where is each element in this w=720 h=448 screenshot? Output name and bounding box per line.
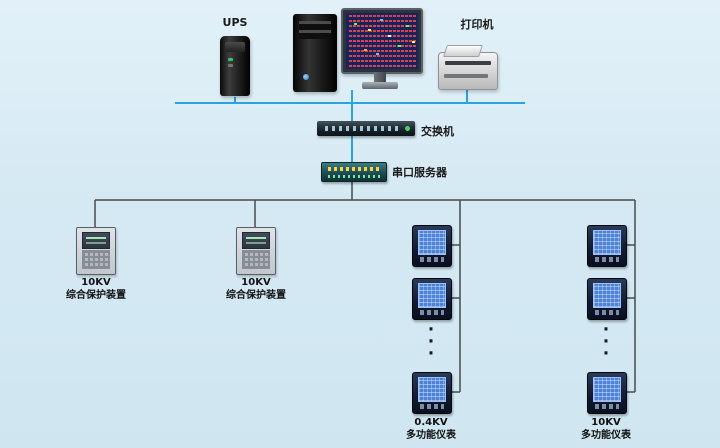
protection-device-2 [236,227,276,275]
device-name-label: 多功能仪表 [406,430,456,441]
dot: · [602,344,610,364]
meter-buttons [595,310,619,315]
protection-device-keypad [242,250,270,269]
monitor-stand-neck [374,72,386,82]
device-name-label: 综合保护装置 [66,290,126,301]
ellipsis-dots: · · · [599,320,613,364]
meter-buttons [420,257,444,262]
meter-buttons [420,310,444,315]
meter-screen [593,283,621,308]
switch-device [317,121,415,136]
protection-device-screen [242,232,270,249]
monitor-stand-base [362,82,398,89]
device-name-label: 多功能仪表 [581,430,631,441]
printer-device [438,52,498,90]
protection-device-2-label: 10KV 综合保护装置 [211,276,301,302]
meter-buttons [420,404,444,409]
computer-tower [293,14,337,92]
ups-device [220,36,250,96]
dot: · [602,320,610,340]
monitor-screen [346,13,418,69]
dot: · [427,320,435,340]
protection-device-1-label: 10KV 综合保护装置 [51,276,141,302]
voltage-label: 10KV [81,277,111,288]
protection-device-keypad [82,250,110,269]
voltage-label: 0.4KV [414,417,448,428]
ups-label: UPS [222,16,248,29]
protection-device-screen [82,232,110,249]
meter-screen [418,230,446,255]
meter-screen [593,230,621,255]
serial-server-device [321,162,387,182]
meter-screen [593,377,621,402]
dot: · [602,332,610,352]
meter-screen [418,283,446,308]
meter-screen [418,377,446,402]
printer-paper-slot [444,74,488,78]
protection-device-1 [76,227,116,275]
device-name-label: 综合保护装置 [226,290,286,301]
printer-label: 打印机 [460,18,494,31]
meter-device [412,278,452,320]
meter-device [412,372,452,414]
serial-server-label: 串口服务器 [392,166,447,179]
computer-monitor [341,8,423,74]
meter-buttons [595,257,619,262]
ellipsis-dots: · · · [424,320,438,364]
meter-device [587,372,627,414]
meter-device [412,225,452,267]
meter-device [587,278,627,320]
meter-column-2-label: 10KV 多功能仪表 [571,416,641,442]
dot: · [427,332,435,352]
meter-buttons [595,404,619,409]
meter-column-1-label: 0.4KV 多功能仪表 [396,416,466,442]
voltage-label: 10KV [241,277,271,288]
dot: · [427,344,435,364]
voltage-label: 10KV [591,417,621,428]
switch-label: 交换机 [421,125,454,138]
meter-device [587,225,627,267]
